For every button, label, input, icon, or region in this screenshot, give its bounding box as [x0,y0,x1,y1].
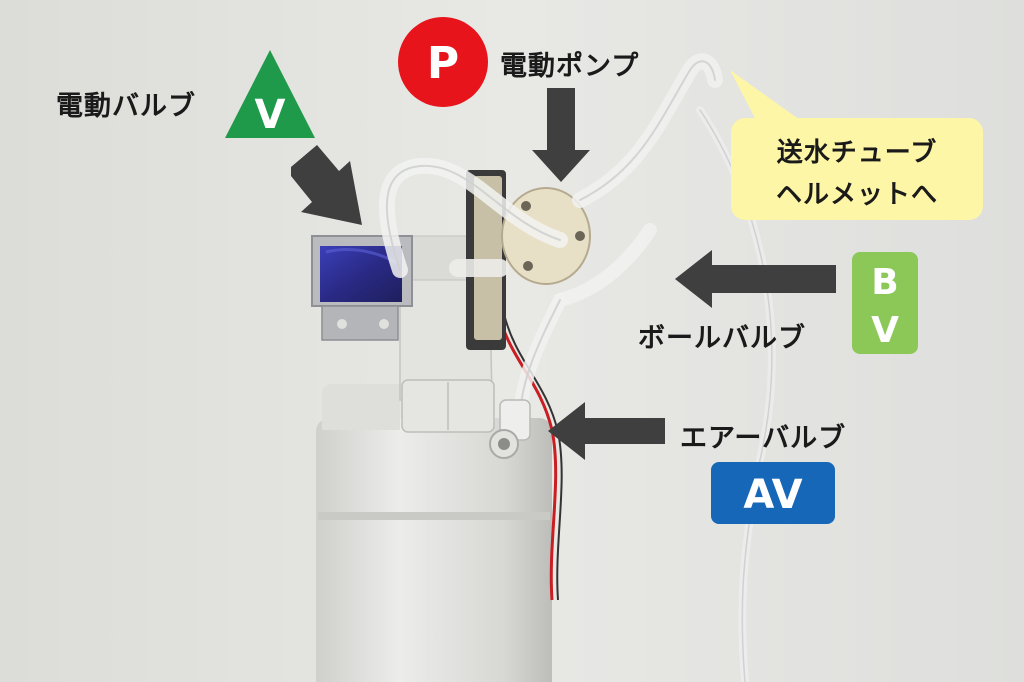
air-valve-badge-label: AV [743,472,802,518]
callout-line1: 送水チューブ [776,138,938,168]
arrow-electric-pump [532,88,590,182]
arrow-air-valve [548,402,665,460]
arrow-ball-valve [675,250,836,308]
label-ball-valve: ボールバルブ [638,323,806,354]
air-valve-badge: AV [711,462,835,524]
callout-bubble: 送水チューブ ヘルメットへ [731,118,983,220]
label-air-valve: エアーバルブ [680,423,847,454]
air-valve-fitting [489,399,531,459]
callout-line2: ヘルメットへ [775,180,938,210]
valve-badge: V [225,50,315,138]
ball-valve-badge: B V [852,252,918,354]
valve-badge-label: V [255,92,286,138]
pump-badge-label: P [427,38,459,89]
arrow-electric-valve [291,145,362,225]
ball-valve-badge-line2: V [871,310,899,351]
pump-badge: P [398,17,488,107]
label-electric-valve: 電動バルブ [56,91,196,122]
valve-bracket [399,235,495,433]
label-electric-pump: 電動ポンプ [500,51,640,82]
callout-tail [730,70,800,124]
bottle [316,384,552,682]
ball-valve-badge-line1: B [871,262,898,303]
